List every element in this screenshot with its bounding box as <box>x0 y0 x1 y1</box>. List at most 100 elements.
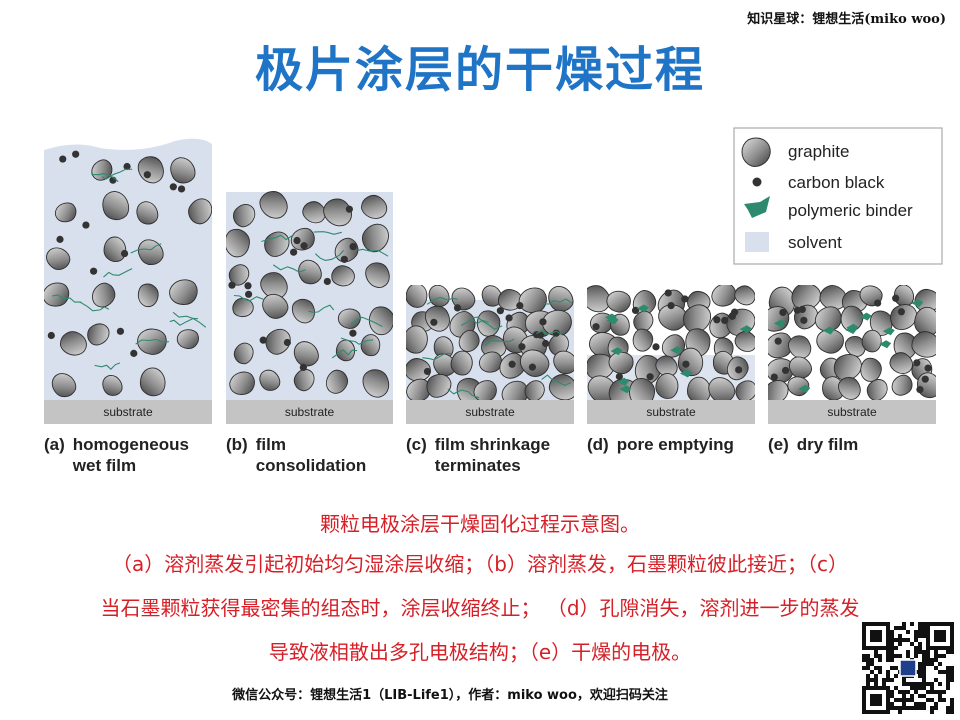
graphite-particle <box>632 328 654 352</box>
legend-binder-icon <box>744 196 770 218</box>
graphite-particle <box>406 325 428 354</box>
graphite-particle <box>520 349 550 377</box>
graphite-particle <box>87 323 110 346</box>
graphite-particle <box>323 198 352 227</box>
carbon-black-particle <box>90 267 98 275</box>
binder-bridge <box>773 319 786 328</box>
graphite-particle <box>59 331 87 356</box>
binder-strand <box>272 264 306 273</box>
graphite-particle <box>866 379 888 400</box>
caption-title: 颗粒电极涂层干燥固化过程示意图。 <box>320 512 640 536</box>
graphite-particle <box>233 342 254 365</box>
footer-text: 微信公众号：锂想生活1（LIB-Life1），作者：miko woo，欢迎扫码关… <box>232 688 668 703</box>
panel-d-particles <box>587 285 755 400</box>
carbon-black-particle <box>72 150 80 158</box>
graphite-particle <box>889 352 914 374</box>
graphite-particle <box>433 353 457 377</box>
binder-strand <box>426 296 458 305</box>
graphite-particle <box>170 157 196 184</box>
graphite-particle <box>473 380 497 400</box>
carbon-black-particle <box>897 308 905 316</box>
graphite-particle <box>861 329 882 353</box>
carbon-black-particle <box>82 221 90 229</box>
panel-a-particles <box>44 150 212 398</box>
graphite-particle <box>890 304 918 331</box>
carbon-black-particle <box>169 183 177 191</box>
carbon-black-particle <box>681 295 689 303</box>
panel-e-letter: (e) <box>768 435 789 454</box>
carbon-black-particle <box>345 205 353 213</box>
graphite-particle <box>426 373 452 398</box>
graphite-particle <box>139 367 166 397</box>
carbon-black-particle <box>430 318 438 326</box>
caption-line-2: 当石墨颗粒获得最密集的组态时，涂层收缩终止； （d）孔隙消失，溶剂进一步的蒸发 <box>100 596 860 620</box>
graphite-particle <box>262 294 289 319</box>
binder-strand <box>331 349 358 359</box>
substrate-label-d: substrate <box>646 405 696 419</box>
qr-code <box>862 622 954 714</box>
carbon-black-particle <box>143 171 151 179</box>
graphite-particle <box>655 355 678 377</box>
carbon-black-particle <box>120 249 129 258</box>
carbon-black-particle <box>340 255 348 263</box>
graphite-particle <box>406 285 428 308</box>
carbon-black-particle <box>290 248 298 256</box>
binder-bridge <box>822 326 835 335</box>
graphite-particle <box>860 357 882 382</box>
graphite-particle <box>655 373 679 399</box>
page-title: 极片涂层的干燥过程 <box>254 42 705 98</box>
carbon-black-particle <box>916 386 924 394</box>
graphite-particle <box>188 198 212 225</box>
carbon-black-particle <box>652 343 660 351</box>
legend-solvent-icon <box>745 232 769 252</box>
binder-bridge <box>606 316 619 325</box>
carbon-black-particle <box>913 359 921 367</box>
graphite-particle <box>735 380 755 400</box>
binder-bridge <box>739 325 752 334</box>
carbon-black-particle <box>300 242 308 250</box>
graphite-particle <box>169 279 198 305</box>
substrate-label-a: substrate <box>103 405 153 419</box>
panel-c-letter: (c) <box>406 435 427 454</box>
graphite-particle <box>708 377 736 400</box>
binder-strand <box>447 388 480 399</box>
graphite-particle <box>265 328 291 355</box>
carbon-black-particle <box>682 360 690 368</box>
graphite-particle <box>260 272 288 299</box>
carbon-black-particle <box>293 236 301 245</box>
carbon-black-particle <box>283 338 291 347</box>
graphite-particle <box>92 282 116 308</box>
carbon-black-particle <box>542 339 550 348</box>
binder-strand <box>103 268 133 278</box>
substrate-d <box>587 400 755 424</box>
binder-bridge <box>845 326 858 335</box>
graphite-particle <box>768 380 789 400</box>
carbon-black-particle <box>921 375 929 383</box>
legend-carbon-black-icon <box>752 177 762 187</box>
carbon-black-particle <box>592 323 600 331</box>
substrate-b <box>226 400 393 424</box>
graphite-particle <box>911 331 936 358</box>
graphite-particle <box>102 190 130 221</box>
graphite-particle <box>788 335 812 359</box>
binder-strand <box>91 173 119 183</box>
graphite-particle <box>891 374 913 396</box>
graphite-particle <box>228 264 250 286</box>
binder-bridge <box>679 369 692 378</box>
carbon-black-particle <box>453 304 462 312</box>
graphite-particle <box>46 247 71 270</box>
panel-e-label: (e)dry film <box>768 434 858 455</box>
binder-bridge <box>911 299 924 308</box>
binder-bridge <box>798 384 811 393</box>
binder-bridge <box>670 346 683 355</box>
carbon-black-particle <box>536 331 545 339</box>
carbon-black-particle <box>874 299 882 307</box>
binder-strand <box>313 231 342 235</box>
graphite-particle <box>293 341 319 367</box>
solvent-a <box>44 138 212 400</box>
binder-strand <box>261 234 295 242</box>
binder-strand <box>101 168 133 180</box>
graphite-particle <box>51 373 77 398</box>
carbon-black-particle <box>552 329 560 337</box>
